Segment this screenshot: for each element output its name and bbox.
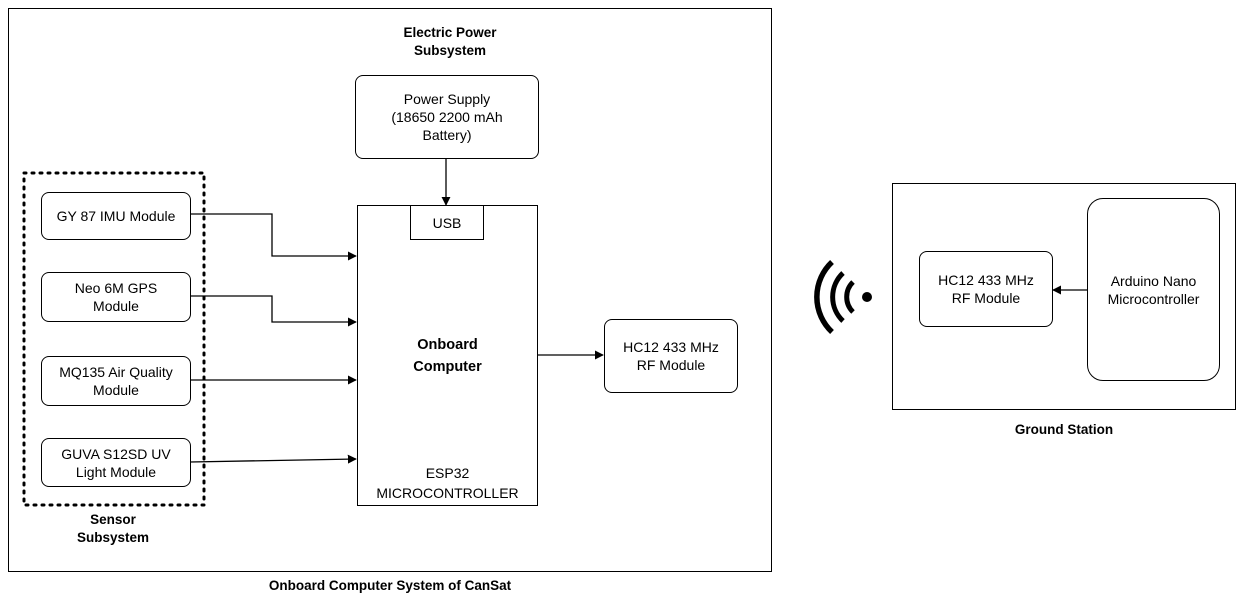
ground-rf-module-box: HC12 433 MHz RF Module xyxy=(919,251,1053,327)
arduino-nano-box: Arduino Nano Microcontroller xyxy=(1087,198,1220,381)
imu-module-box: GY 87 IMU Module xyxy=(41,192,191,240)
uv-light-module-box: GUVA S12SD UV Light Module xyxy=(41,438,191,487)
arrow-uv-to-computer xyxy=(189,454,357,464)
power-supply-box: Power Supply (18650 2200 mAh Battery) xyxy=(355,75,539,159)
arrow-imu-to-computer xyxy=(190,213,357,261)
power-subsystem-title: Electric Power Subsystem xyxy=(403,25,497,58)
onboard-computer-title: Onboard Computer xyxy=(413,337,482,375)
gps-module-box: Neo 6M GPS Module xyxy=(41,272,191,322)
cansat-rf-module-box: HC12 433 MHz RF Module xyxy=(604,319,738,393)
sensor-subsystem-group xyxy=(22,171,206,507)
ground-station-caption: Ground Station xyxy=(1014,422,1114,437)
usb-port-box: USB xyxy=(410,205,484,240)
onboard-computer-box xyxy=(357,205,538,506)
cansat-caption: Onboard Computer System of CanSat xyxy=(268,578,512,593)
wireless-signal-icon xyxy=(814,259,872,335)
air-quality-module-box: MQ135 Air Quality Module xyxy=(41,356,191,406)
arrow-gps-to-computer xyxy=(190,295,357,327)
sensor-subsystem-title: Sensor Subsystem xyxy=(76,512,150,545)
esp32-label: ESP32 MICROCONTROLLER xyxy=(376,465,519,501)
